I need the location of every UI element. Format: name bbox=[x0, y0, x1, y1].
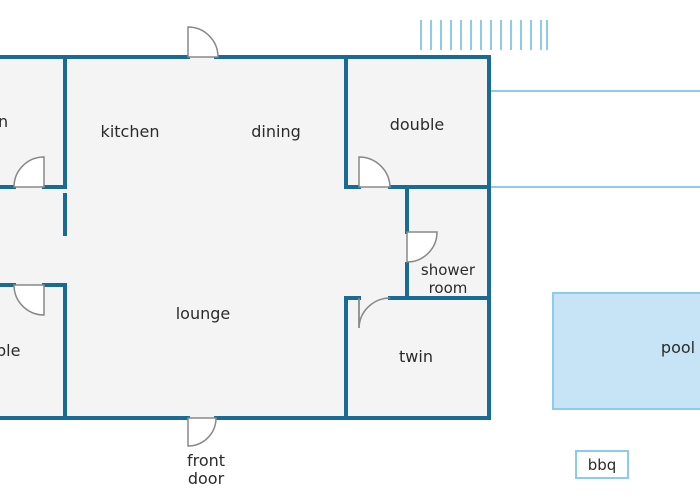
shower-door-swing bbox=[406, 231, 438, 263]
bbq-box bbox=[575, 450, 629, 479]
fence-lines bbox=[420, 20, 548, 50]
deck-lines bbox=[491, 90, 700, 188]
room-label-kitchen: kitchen bbox=[101, 122, 160, 141]
doors bbox=[13, 26, 438, 447]
room-label-left-top: n bbox=[0, 112, 8, 131]
pool bbox=[552, 292, 700, 410]
room-label-left-bottom: ble bbox=[0, 341, 20, 360]
room-label-double: double bbox=[390, 115, 445, 134]
room-label-lounge: lounge bbox=[176, 304, 231, 323]
left-top-door-swing bbox=[13, 156, 45, 188]
top-door-swing bbox=[187, 26, 219, 58]
room-label-twin: twin bbox=[399, 347, 433, 366]
room-label-shower-line1: shower bbox=[421, 261, 476, 279]
room-label-dining: dining bbox=[251, 122, 300, 141]
left-bottom-door-swing bbox=[13, 284, 45, 316]
room-label-shower-line2: room bbox=[429, 279, 468, 297]
front-door-label-line1: front bbox=[187, 451, 225, 470]
front-door-label-line2: door bbox=[188, 469, 225, 488]
double-door-swing bbox=[358, 156, 391, 188]
front-door-swing bbox=[187, 417, 217, 447]
pool-label: pool bbox=[661, 338, 695, 357]
walls bbox=[0, 55, 491, 420]
bbq-label: bbq bbox=[588, 456, 617, 474]
